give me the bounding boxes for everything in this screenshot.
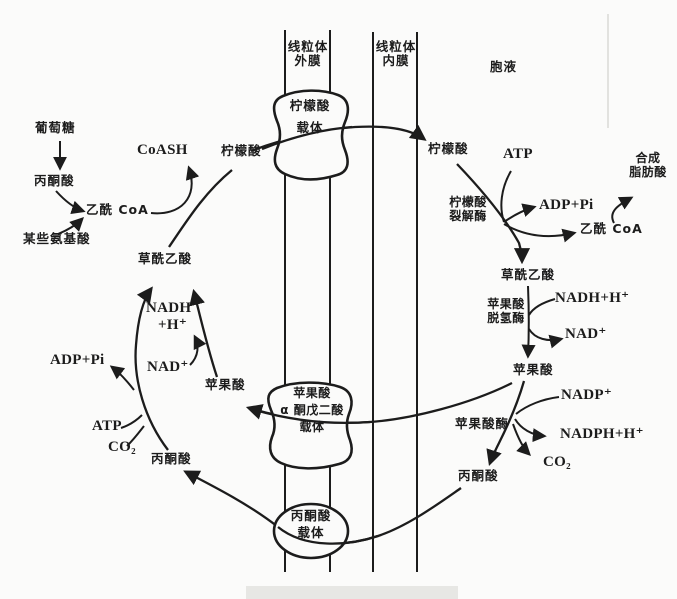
label-citrate-matrix: 柠檬酸 <box>221 143 262 158</box>
pyruvate-carrier-text-2: 载体 <box>297 525 325 541</box>
curve-atp-in-matrix <box>120 414 143 429</box>
label-amino-acids: 某些氨基酸 <box>23 231 91 246</box>
malate-dh-text-2: 脱氢酶 <box>487 310 525 325</box>
scan-shadow <box>246 586 458 599</box>
label-citrate-carrier: 柠檬酸 载体 <box>278 98 342 136</box>
citrate-lyase-text-1: 柠檬酸 <box>449 195 487 209</box>
curve-nadp-in <box>515 396 560 415</box>
arrow-to-acetylcoa-cytosol <box>503 223 577 243</box>
label-atp-cytosol: ATP <box>503 146 533 162</box>
label-pyruvate-cytosol: 丙酮酸 <box>458 468 499 483</box>
label-pyruvate-carrier: 丙酮酸 载体 <box>276 508 346 541</box>
malate-akg-carrier-text-1: 苹果酸 <box>293 386 331 400</box>
label-nadh-matrix: NADH +H⁺ <box>146 300 191 335</box>
curve-nadh-in <box>528 298 556 316</box>
label-nadp: NADP⁺ <box>561 387 613 403</box>
label-citrate-lyase: 柠檬酸 裂解酶 <box>437 195 499 224</box>
label-malate-dehydrogenase: 苹果酸 脱氢酶 <box>483 297 529 326</box>
arc-oaa-to-citrate <box>168 169 233 248</box>
label-cytosol: 胞液 <box>490 59 518 74</box>
label-nad-cytosol: NAD⁺ <box>565 326 607 342</box>
arcs-over-carriers <box>254 125 379 545</box>
label-nadph: NADPH+H⁺ <box>560 426 644 442</box>
arrow-acetylcoa-to-coash <box>150 165 200 215</box>
label-nad-matrix: NAD⁺ <box>147 359 189 375</box>
arc-pyruvate-carboxylase <box>134 286 169 451</box>
arrow-to-nadph <box>514 418 547 443</box>
label-pyruvate-matrix-bottom: 丙酮酸 <box>151 451 192 466</box>
label-outer-membrane: 线粒体 外膜 <box>282 39 334 69</box>
arrow-aminoacids-to-acetylcoa <box>57 217 84 235</box>
inner-membrane-text-1: 线粒体 <box>375 39 417 54</box>
label-glucose: 葡萄糖 <box>35 120 76 135</box>
label-coash: CoASH <box>137 142 188 158</box>
arc-malate-over-carrier <box>254 408 371 425</box>
label-adp-pi-matrix: ADP+Pi <box>50 352 105 368</box>
arrow-to-nad-cytosol <box>528 328 564 349</box>
label-adp-pi-cytosol: ADP+Pi <box>539 197 594 213</box>
label-citrate-cytosol: 柠檬酸 <box>428 141 469 156</box>
label-oxaloacetate-matrix: 草酰乙酸 <box>138 251 193 266</box>
label-atp-matrix: ATP <box>92 418 122 434</box>
curve-co2-in-matrix <box>126 425 145 447</box>
arrow-to-fatty-acid <box>611 196 634 224</box>
nadh-matrix-text-2: +H⁺ <box>158 317 188 334</box>
nadh-matrix-text-1: NADH <box>146 300 192 316</box>
malate-akg-carrier-text-2: α 酮戊二酸 <box>280 402 344 417</box>
citrate-carrier-shape <box>272 89 350 181</box>
label-acetyl-coa-matrix: 乙酰 CoA <box>86 202 149 217</box>
outer-membrane-text-2: 外膜 <box>294 53 322 69</box>
arrow-malate-to-pyruvate <box>486 380 526 467</box>
inner-membrane-text-2: 内膜 <box>382 53 410 69</box>
carrier-shapes <box>267 89 353 560</box>
cytosol-arrows <box>456 163 634 467</box>
citrate-carrier-text-2: 载体 <box>296 120 324 136</box>
arrow-to-adp-pi-cytosol <box>503 203 537 223</box>
label-malate-akg-carrier: 苹果酸 α 酮戊二酸 载体 <box>270 386 354 434</box>
arc-malate-to-oaa-matrix <box>189 288 219 378</box>
label-pyruvate-matrix-top: 丙酮酸 <box>34 173 75 188</box>
citrate-carrier-text-1: 柠檬酸 <box>289 98 331 113</box>
label-nadh-cytosol: NADH+H⁺ <box>555 290 630 306</box>
citrate-lyase-text-2: 裂解酶 <box>449 208 487 223</box>
malate-akg-carrier-shape <box>267 381 353 470</box>
curve-atp-in-cytosol <box>500 170 512 223</box>
label-co2-cytosol: CO₂ <box>543 454 571 470</box>
label-malate-matrix: 苹果酸 <box>205 377 246 392</box>
matrix-arrows <box>53 141 233 451</box>
label-oxaloacetate-cytosol: 草酰乙酸 <box>501 267 556 282</box>
arc-pyruvate-over-carrier <box>277 526 379 545</box>
label-malate-cytosol: 苹果酸 <box>513 362 554 377</box>
arc-citrate-to-oaa <box>456 163 531 265</box>
label-inner-membrane: 线粒体 内膜 <box>370 39 422 69</box>
malate-akg-carrier-text-3: 载体 <box>299 419 325 434</box>
pyruvate-carrier-text-1: 丙酮酸 <box>290 508 332 523</box>
arc-citrate-over-carrier <box>261 125 353 151</box>
outer-membrane-text-1: 线粒体 <box>287 39 329 54</box>
arrow-nad-to-nadh-matrix <box>189 334 207 366</box>
label-co2-matrix: CO₂ <box>108 439 136 455</box>
arrow-pyruvate-to-acetylcoa <box>55 190 86 215</box>
arrow-to-co2-cytosol <box>512 423 531 456</box>
fatty-acid-text-2: 脂肪酸 <box>629 164 667 179</box>
label-fatty-acid-synthesis: 合成 脂肪酸 <box>620 151 676 180</box>
fatty-acid-text-1: 合成 <box>635 151 661 165</box>
arrow-to-adp-pi-matrix <box>109 365 135 391</box>
arrow-oaa-to-malate <box>521 285 536 359</box>
label-malic-enzyme: 苹果酸酶 <box>455 416 510 431</box>
label-acetyl-coa-cytosol: 乙酰 CoA <box>580 221 643 236</box>
malate-dh-text-1: 苹果酸 <box>487 297 525 311</box>
